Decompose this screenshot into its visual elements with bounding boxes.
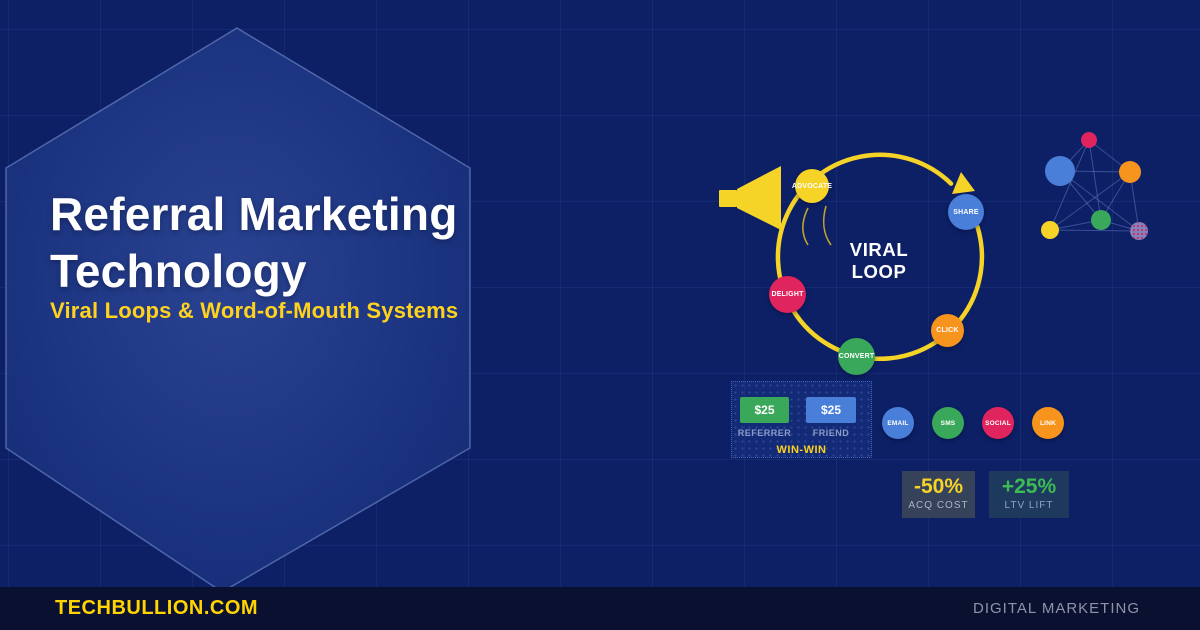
channel-label: SOCIAL — [985, 419, 1011, 427]
loop-node-delight: DELIGHT — [769, 276, 806, 313]
channel-label: SMS — [940, 419, 956, 427]
network-node-red — [1081, 132, 1097, 148]
footer-category-label: DIGITAL MARKETING — [972, 600, 1140, 617]
referrer-label: REFERRER — [737, 428, 792, 438]
stat-box-acq-cost: -50% ACQ COST — [902, 471, 975, 518]
friend-label: FRIEND — [812, 428, 850, 438]
footer-bar: TECHBULLION.COM DIGITAL MARKETING — [0, 587, 1200, 630]
stat-value: +25% — [1001, 475, 1057, 498]
loop-node-label: ADVOCATE — [791, 182, 833, 190]
network-node-yellow — [1041, 221, 1059, 239]
network-node-dotted — [1130, 222, 1148, 240]
stat-box-ltv-lift: +25% LTV LIFT — [989, 471, 1069, 518]
footer-site-name: TECHBULLION.COM — [55, 597, 259, 619]
network-node-blue — [1045, 156, 1075, 186]
channel-badge-sms: SMS — [932, 407, 964, 439]
network-node-green — [1091, 210, 1111, 230]
loop-node-click: CLICK — [931, 314, 964, 347]
channel-badge-social: SOCIAL — [982, 407, 1014, 439]
channel-label: EMAIL — [887, 419, 909, 427]
title-line-1: Referral Marketing — [50, 188, 458, 240]
friend-amount-chip: $25 — [806, 397, 856, 423]
channel-badge-link: LINK — [1032, 407, 1064, 439]
stat-label: LTV LIFT — [1004, 500, 1054, 511]
loop-node-share: SHARE — [948, 194, 984, 230]
page-subtitle: Viral Loops & Word-of-Mouth Systems — [50, 298, 459, 323]
channel-label: LINK — [1040, 419, 1056, 427]
incentive-panel: $25 $25 REFERRER FRIEND WIN-WIN — [731, 381, 872, 458]
referrer-amount-chip: $25 — [740, 397, 789, 423]
loop-center-line-1: VIRAL — [849, 239, 909, 260]
loop-node-label: SHARE — [953, 208, 979, 216]
loop-node-label: CONVERT — [838, 353, 875, 360]
loop-center-line-2: LOOP — [851, 261, 907, 282]
loop-node-label: DELIGHT — [771, 291, 804, 298]
loop-center-label: VIRAL LOOP — [818, 239, 940, 283]
sound-wave-lines — [801, 205, 832, 246]
winwin-caption: WIN-WIN — [776, 444, 827, 456]
stat-label: ACQ COST — [908, 500, 969, 511]
page-title: Referral Marketing Technology — [50, 186, 610, 300]
title-line-2: Technology — [50, 245, 307, 297]
loop-node-advocate: ADVOCATE — [791, 169, 833, 203]
megaphone-icon — [719, 166, 781, 230]
loop-node-label: CLICK — [936, 327, 959, 334]
stat-value: -50% — [913, 475, 964, 498]
channel-badge-email: EMAIL — [882, 407, 914, 439]
network-node-orange — [1119, 161, 1141, 183]
loop-node-convert: CONVERT — [838, 338, 875, 375]
loop-arrow-icon — [952, 172, 975, 194]
